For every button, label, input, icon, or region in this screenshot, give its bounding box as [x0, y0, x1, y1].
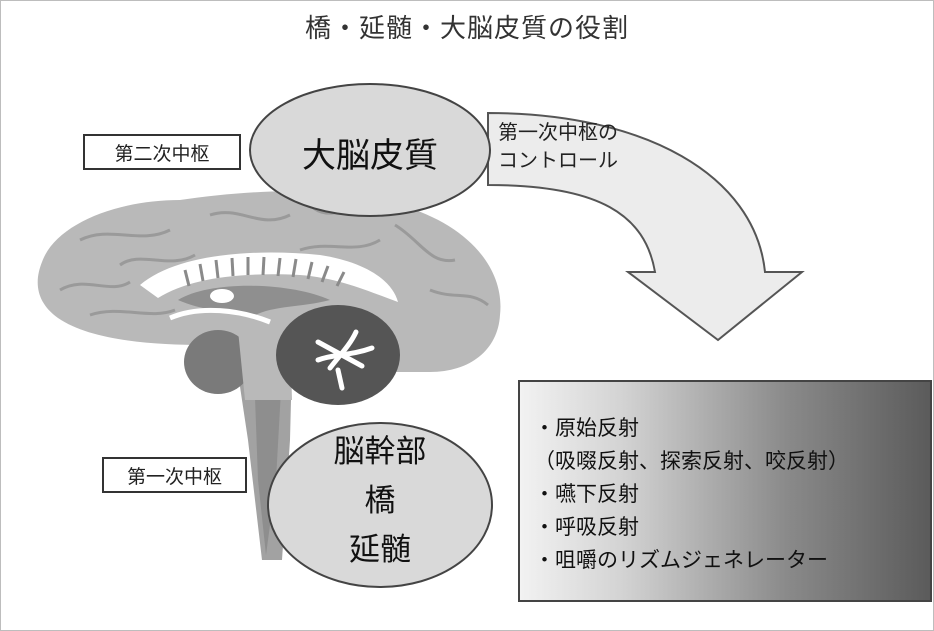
thalamus-highlight: [210, 289, 234, 303]
arrow-label-line: 第一次中枢の: [498, 120, 618, 144]
cortex-oval: [249, 83, 491, 217]
reflex-info-panel: ・原始反射 （吸啜反射、探索反射、咬反射） ・嚥下反射 ・呼吸反射 ・咀嚼のリズ…: [518, 380, 932, 602]
brainstem-line: 脳幹部: [333, 434, 427, 470]
control-arrow: [487, 111, 805, 342]
brainstem-oval: [267, 422, 493, 588]
fornix: [169, 307, 271, 325]
info-line: （吸啜反射、探索反射、咬反射）: [534, 449, 849, 473]
brainstem-label: 脳幹部 橋 延髄: [270, 428, 490, 575]
info-line: ・嚥下反射: [534, 482, 639, 506]
secondary-center-label: 第二次中枢: [83, 134, 241, 170]
corpus-callosum: [140, 252, 398, 302]
spinal-cord-inner: [254, 350, 282, 555]
cerebellum-arbor: [315, 329, 375, 391]
pons-mass: [184, 330, 252, 394]
arrow-label-line: コントロール: [498, 148, 618, 172]
callosum-striations: [183, 256, 346, 287]
primary-center-label: 第一次中枢: [102, 457, 247, 493]
info-line: ・原始反射: [534, 416, 639, 440]
brainstem-line: 橋: [364, 483, 396, 519]
arrow-label: 第一次中枢の コントロール: [498, 118, 648, 174]
info-line: ・呼吸反射: [534, 515, 639, 539]
brainstem-line: 延髄: [349, 532, 411, 568]
cortex-label: 大脳皮質: [302, 136, 438, 176]
diagram-title: 橋・延髄・大脳皮質の役割: [304, 14, 629, 44]
cerebrum-gyri: [59, 203, 489, 317]
info-line: ・咀嚼のリズムジェネレーター: [534, 548, 828, 572]
